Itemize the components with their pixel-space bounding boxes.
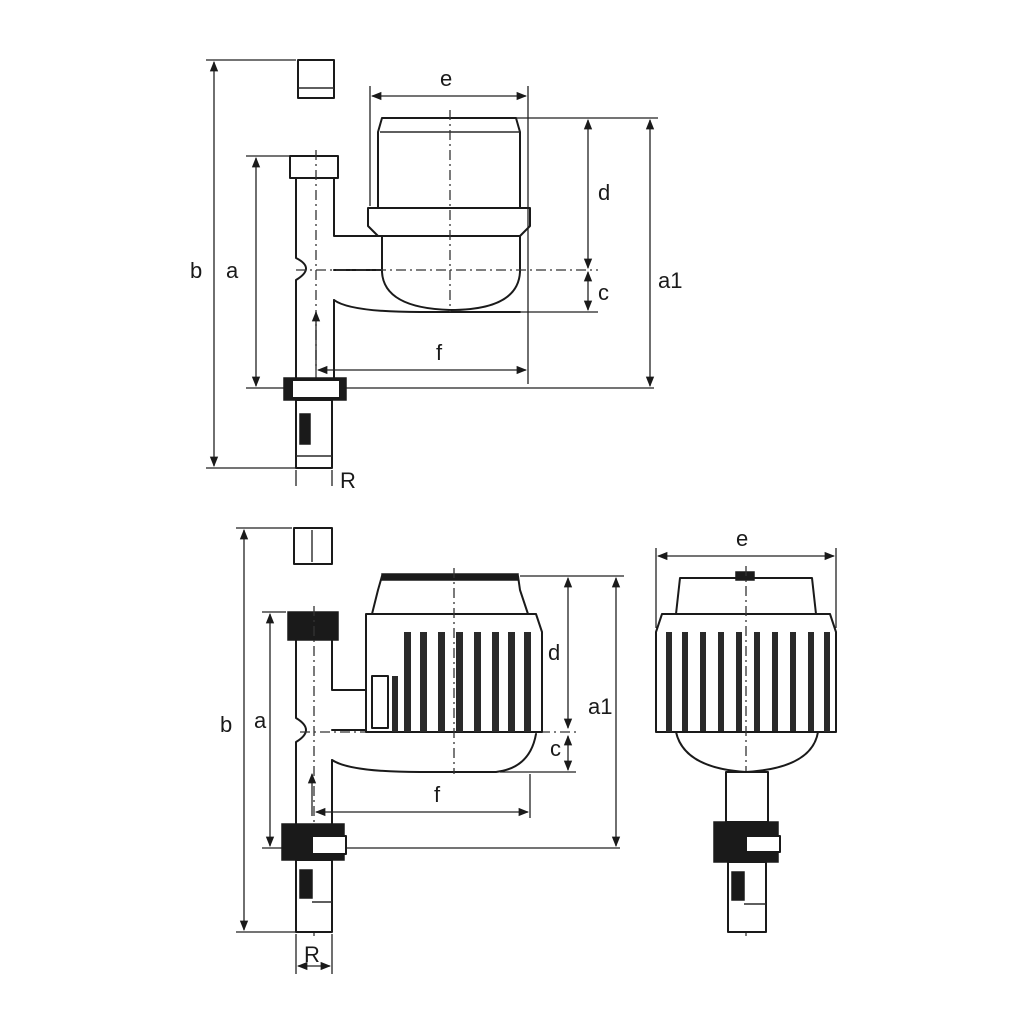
front-head	[655, 566, 837, 940]
top-head-cylinder	[367, 110, 531, 312]
bottom-front-valve-figure: e	[655, 526, 837, 940]
bottom-label-R: R	[304, 942, 320, 967]
label-d: d	[598, 180, 610, 205]
bottom-label-a1: a1	[588, 694, 612, 719]
bottom-label-a: a	[254, 708, 267, 733]
bottom-bowl	[300, 729, 578, 773]
bottom-cooling-fins	[392, 632, 531, 732]
top-loose-cap	[297, 59, 335, 99]
bottom-label-b: b	[220, 712, 232, 737]
bottom-label-c: c	[550, 736, 561, 761]
top-dimension-a: a	[226, 155, 292, 389]
label-a1: a1	[658, 268, 682, 293]
bottom-label-d: d	[548, 640, 560, 665]
top-dimension-e: e	[369, 66, 529, 384]
front-cooling-fins	[666, 632, 830, 732]
front-stem-and-nut	[713, 771, 781, 933]
bottom-dimension-d-c-a1: d c a1	[500, 575, 624, 848]
front-dimension-e: e	[655, 526, 837, 628]
top-dimension-d-c-a1: d c a1	[516, 117, 682, 388]
bottom-dimension-a: a	[254, 611, 286, 849]
top-dimension-b: b	[190, 59, 296, 469]
label-f: f	[436, 340, 443, 365]
label-e: e	[440, 66, 452, 91]
top-valve-figure: b a	[190, 59, 682, 493]
bottom-loose-cap	[293, 527, 333, 565]
bottom-head	[365, 568, 543, 774]
bottom-vertical-pipe	[287, 606, 373, 936]
front-label-e: e	[736, 526, 748, 551]
label-R: R	[340, 468, 356, 493]
bottom-dimension-b: b	[220, 527, 296, 933]
top-nut-and-thread: R	[283, 377, 356, 493]
top-bowl	[296, 235, 598, 313]
top-dimension-f: f	[316, 340, 654, 389]
bottom-side-valve-figure: b a	[220, 527, 624, 974]
label-b: b	[190, 258, 202, 283]
bottom-dimension-f: f	[314, 774, 620, 849]
bottom-nut-and-thread: R	[281, 823, 347, 974]
label-c: c	[598, 280, 609, 305]
bottom-label-f: f	[434, 782, 441, 807]
label-a: a	[226, 258, 239, 283]
